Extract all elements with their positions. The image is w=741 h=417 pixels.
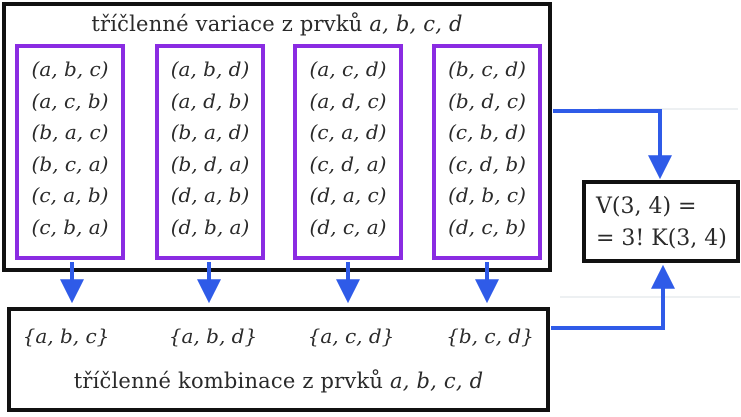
variation-tuple: (d, a, b)	[170, 183, 250, 207]
variation-tuple: (c, d, b)	[448, 151, 526, 176]
variation-tuple: (c, a, d)	[309, 120, 387, 144]
combinations-caption-text: tříčlenné kombinace z prvků	[73, 369, 384, 393]
variation-tuple: (b, c, d)	[448, 57, 526, 81]
combination-set: {a, b, c}	[22, 324, 110, 348]
variation-tuple: (a, c, b)	[31, 88, 109, 113]
variation-tuple: (b, a, d)	[170, 120, 250, 144]
variation-tuple: (d, c, a)	[309, 214, 387, 239]
variation-tuple: (d, a, c)	[309, 183, 387, 207]
combinations-caption: tříčlenné kombinace z prvků a, b, c, d	[11, 369, 546, 393]
variation-tuple: (a, d, c)	[309, 88, 387, 113]
variation-tuple: (d, c, b)	[448, 214, 526, 239]
variation-group-acd: (a, c, d) (a, d, c) (c, a, d) (c, d, a) …	[293, 44, 403, 260]
variations-caption-elements: a, b, c, d	[369, 12, 463, 36]
arrow-to-result-from-combinations	[551, 264, 675, 330]
combinations-box: {a, b, c} {a, b, d} {a, c, d} {b, c, d} …	[7, 307, 550, 412]
variation-tuple: (c, b, d)	[448, 120, 526, 144]
result-box: V(3, 4) = = 3! K(3, 4)	[582, 180, 740, 263]
background-smudge	[560, 296, 740, 298]
variation-tuple: (a, b, d)	[170, 57, 250, 81]
variation-group-abc: (a, b, c) (a, c, b) (b, a, c) (b, c, a) …	[15, 44, 125, 260]
variation-tuple: (a, c, d)	[309, 57, 387, 81]
variation-tuple: (b, c, a)	[31, 151, 109, 176]
variations-caption: tříčlenné variace z prvků a, b, c, d	[6, 12, 548, 36]
combinations-caption-elements: a, b, c, d	[390, 369, 484, 393]
variation-tuple: (d, b, a)	[170, 214, 250, 239]
variation-group-bcd: (b, c, d) (b, d, c) (c, b, d) (c, d, b) …	[432, 44, 542, 260]
variation-tuple: (b, d, c)	[448, 88, 526, 113]
variation-tuple: (c, a, b)	[31, 183, 109, 207]
variation-tuple: (b, a, c)	[31, 120, 109, 144]
combination-set: {b, c, d}	[446, 324, 534, 348]
variations-box: tříčlenné variace z prvků a, b, c, d (a,…	[2, 2, 552, 272]
result-line-1: V(3, 4) =	[596, 194, 697, 219]
background-smudge	[598, 108, 738, 110]
combination-set: {a, b, d}	[168, 324, 258, 348]
combination-set: {a, c, d}	[307, 324, 395, 348]
variations-caption-text: tříčlenné variace z prvků	[91, 12, 363, 36]
variation-tuple: (c, d, a)	[309, 151, 387, 176]
variation-tuple: (a, b, c)	[31, 57, 109, 81]
variation-tuple: (b, d, a)	[170, 151, 250, 176]
variation-tuple: (d, b, c)	[448, 183, 526, 207]
result-line-2: = 3! K(3, 4)	[596, 226, 727, 251]
variation-tuple: (a, d, b)	[170, 88, 250, 113]
variation-group-abd: (a, b, d) (a, d, b) (b, a, d) (b, d, a) …	[155, 44, 265, 260]
variation-tuple: (c, b, a)	[31, 214, 109, 239]
arrow-to-result-from-variations	[553, 109, 672, 180]
